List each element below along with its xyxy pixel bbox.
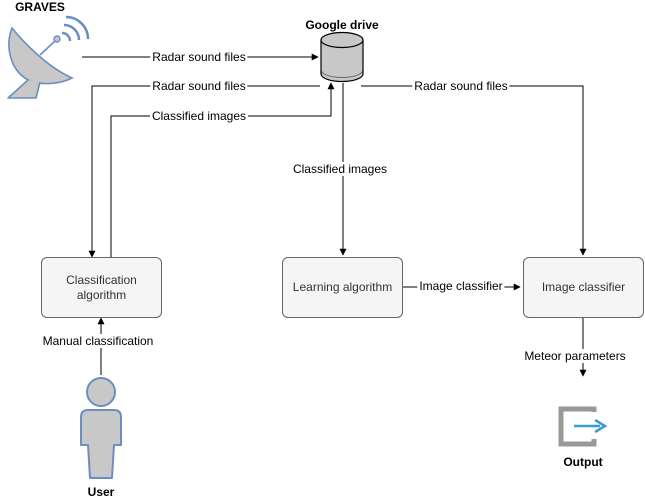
user-icon	[80, 377, 122, 479]
edge-drive-to-classifier	[361, 85, 587, 256]
user-label: User	[87, 485, 115, 497]
satellite-dish-icon	[7, 15, 90, 99]
edge-label-drive-to-learning: Classified images	[290, 162, 390, 176]
image-classifier-label: Image classifier	[541, 280, 626, 294]
image-classifier-box[interactable]: Image classifier	[523, 257, 644, 318]
edge-label-graves-to-drive: Radar sound files	[150, 50, 248, 64]
edge-label-learning-to-classifier: Image classifier	[417, 279, 505, 293]
output-icon	[558, 406, 608, 447]
classification-algorithm-box[interactable]: Classification algorithm	[41, 257, 162, 318]
learning-algorithm-label: Learning algorithm	[292, 280, 393, 294]
database-icon	[320, 31, 364, 83]
graves-label: GRAVES	[15, 0, 65, 14]
classification-algorithm-label: Classification algorithm	[66, 272, 137, 302]
edge-label-drive-to-classifier: Radar sound files	[412, 79, 510, 93]
learning-algorithm-box[interactable]: Learning algorithm	[282, 257, 403, 318]
edge-label-classifier-to-output: Meteor parameters	[522, 349, 628, 363]
edge-label-user-to-classification: Manual classification	[40, 334, 156, 348]
output-label: Output	[563, 455, 603, 469]
google-drive-label: Google drive	[305, 18, 379, 32]
edge-label-drive-to-classification: Radar sound files	[150, 79, 248, 93]
edge-label-classification-to-drive: Classified images	[149, 109, 249, 123]
